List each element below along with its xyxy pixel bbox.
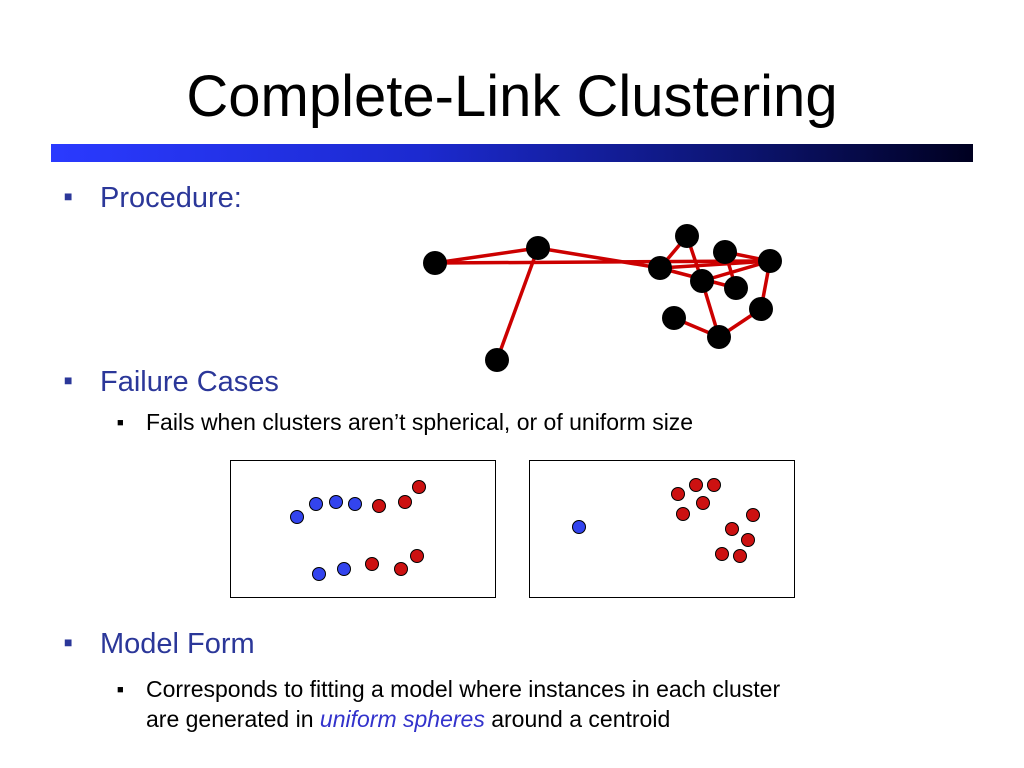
bullet-model-form: ■ Model Form (64, 628, 255, 661)
blue-point-icon (329, 495, 343, 509)
red-point-icon (725, 522, 739, 536)
red-point-icon (707, 478, 721, 492)
square-bullet-icon: ■ (117, 684, 124, 696)
square-bullet-icon: ■ (64, 188, 73, 204)
bullet-failure-cases: ■ Failure Cases (64, 366, 279, 399)
graph-node-icon (713, 240, 737, 264)
square-bullet-icon: ■ (64, 634, 73, 650)
edge (659, 259, 771, 270)
red-point-icon (746, 508, 760, 522)
graph-node-icon (724, 276, 748, 300)
sub-bullet-model: ■ Corresponds to fitting a model where i… (117, 674, 780, 734)
bullet-procedure-text: Procedure: (100, 182, 242, 214)
red-point-icon (676, 507, 690, 521)
red-point-icon (365, 557, 379, 571)
red-point-icon (671, 487, 685, 501)
blue-point-icon (572, 520, 586, 534)
model-line-2-pre: are generated in (146, 706, 320, 732)
edge (434, 259, 771, 265)
model-line-2-emphasis: uniform spheres (319, 706, 485, 732)
edge (723, 251, 738, 289)
red-point-icon (412, 480, 426, 494)
graph-node-icon (526, 236, 550, 260)
edge (724, 250, 771, 263)
red-point-icon (398, 495, 412, 509)
sub-bullet-failure-text: Fails when clusters aren’t spherical, or… (146, 409, 694, 435)
blue-point-icon (337, 562, 351, 576)
edge (537, 246, 661, 270)
model-line-1: Corresponds to fitting a model where ins… (146, 676, 781, 702)
edge (701, 259, 771, 283)
blue-point-icon (348, 497, 362, 511)
failure-panel-left (230, 460, 496, 598)
slide-title: Complete-Link Clustering (186, 64, 838, 129)
graph-node-icon (707, 325, 731, 349)
edge (759, 260, 772, 310)
edge (700, 280, 721, 338)
red-point-icon (410, 549, 424, 563)
edge (434, 246, 539, 265)
red-point-icon (741, 533, 755, 547)
edge (685, 235, 704, 282)
graph-node-icon (485, 348, 509, 372)
title-underline-bar (51, 144, 973, 162)
red-point-icon (733, 549, 747, 563)
graph-node-icon (648, 256, 672, 280)
red-point-icon (372, 499, 386, 513)
red-point-icon (696, 496, 710, 510)
failure-panel-right (529, 460, 795, 598)
model-line-2-post: around a centroid (484, 706, 671, 732)
sub-bullet-failure: ■ Fails when clusters aren’t spherical, … (117, 409, 693, 436)
graph-node-icon (758, 249, 782, 273)
bullet-procedure: ■ Procedure: (64, 182, 242, 215)
blue-point-icon (312, 567, 326, 581)
red-point-icon (689, 478, 703, 492)
diagram-edges (434, 234, 772, 361)
red-point-icon (715, 547, 729, 561)
sub-bullet-model-text: Corresponds to fitting a model where ins… (146, 674, 780, 734)
bullet-failure-text: Failure Cases (100, 366, 279, 398)
edge (718, 307, 762, 339)
failure-panel-left-plot (290, 480, 426, 581)
square-bullet-icon: ■ (64, 372, 73, 388)
graph-node-icon (423, 251, 447, 275)
edge (658, 234, 689, 270)
square-bullet-icon: ■ (117, 417, 124, 429)
diagram-nodes (423, 224, 782, 372)
red-point-icon (394, 562, 408, 576)
graph-node-icon (690, 269, 714, 293)
edge (673, 316, 720, 339)
bullet-model-text: Model Form (100, 628, 255, 660)
edge (495, 247, 540, 361)
failure-panel-right-plot (572, 478, 760, 563)
graph-node-icon (749, 297, 773, 321)
graph-node-icon (675, 224, 699, 248)
graph-node-icon (662, 306, 686, 330)
blue-point-icon (309, 497, 323, 511)
blue-point-icon (290, 510, 304, 524)
edge (659, 266, 737, 290)
